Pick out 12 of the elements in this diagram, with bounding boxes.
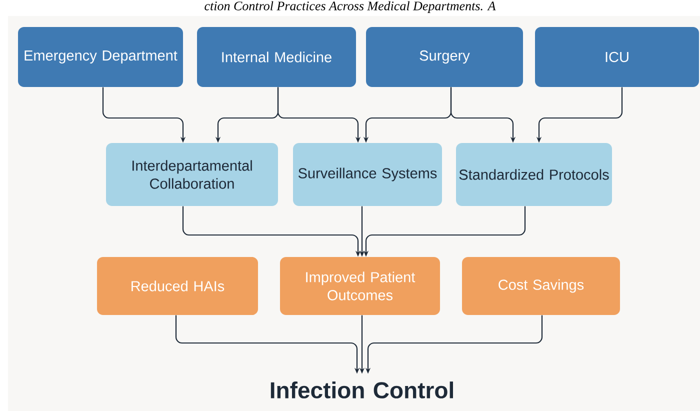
- department-box: ICU: [535, 27, 699, 87]
- department-box: Surgery: [366, 27, 523, 87]
- outcome-box: Cost Savings: [462, 257, 620, 315]
- outcome-box: Improved Patient Outcomes: [280, 257, 440, 315]
- goal-text: Infection Control: [270, 382, 454, 398]
- caption: ction Control Practices Across Medical Departments. A: [204, 1, 496, 13]
- outcome-box: Reduced HAIs: [97, 257, 258, 315]
- practice-box: Interdepartamental Collaboration: [106, 143, 278, 206]
- department-box: Emergency Department: [18, 27, 183, 87]
- department-box: Internal Medicine: [197, 27, 356, 87]
- practice-box: Standardized Protocols: [456, 143, 612, 206]
- practice-box: Surveillance Systems: [293, 143, 442, 206]
